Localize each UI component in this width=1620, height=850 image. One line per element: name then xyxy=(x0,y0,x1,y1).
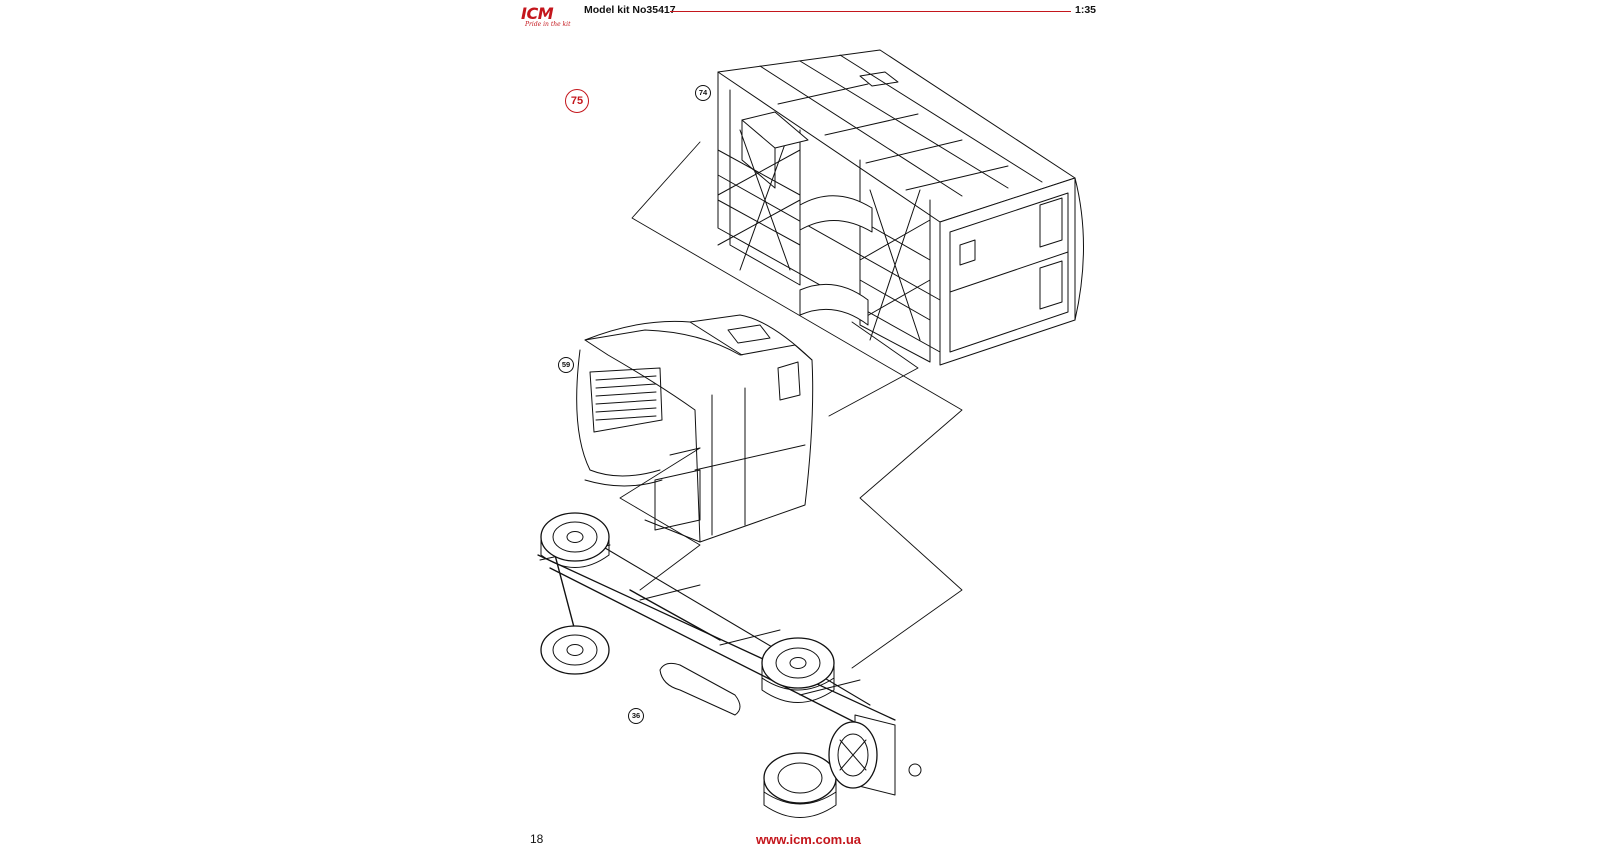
body-part-ref: 74 xyxy=(695,85,711,101)
page-header: ICM Pride in the kit Model kit No35417 1… xyxy=(0,0,1620,34)
header-rule xyxy=(670,11,1071,12)
step-number-badge: 75 xyxy=(565,89,589,113)
wheel-rear-left-dual xyxy=(761,637,835,703)
spare-wheel xyxy=(828,721,878,789)
ambulance-body-drawing xyxy=(717,49,1084,366)
page-number: 18 xyxy=(530,832,544,846)
chassis-part-ref: 36 xyxy=(628,708,644,724)
wheel-front-right xyxy=(540,625,610,675)
cab-drawing xyxy=(576,314,814,543)
kit-title: Model kit No35417 xyxy=(584,4,676,16)
website-link[interactable]: www.icm.com.ua xyxy=(756,832,861,847)
icm-logo: ICM Pride in the kit xyxy=(519,4,575,30)
wheel-front-left xyxy=(540,512,610,568)
tow-hook xyxy=(908,763,922,777)
logo-tagline: Pride in the kit xyxy=(525,21,571,28)
scale-label: 1:35 xyxy=(1075,4,1097,16)
logo-wordmark: ICM xyxy=(521,4,554,23)
wheel-rear-right-dual xyxy=(763,752,837,818)
cab-part-ref: 59 xyxy=(558,357,574,373)
